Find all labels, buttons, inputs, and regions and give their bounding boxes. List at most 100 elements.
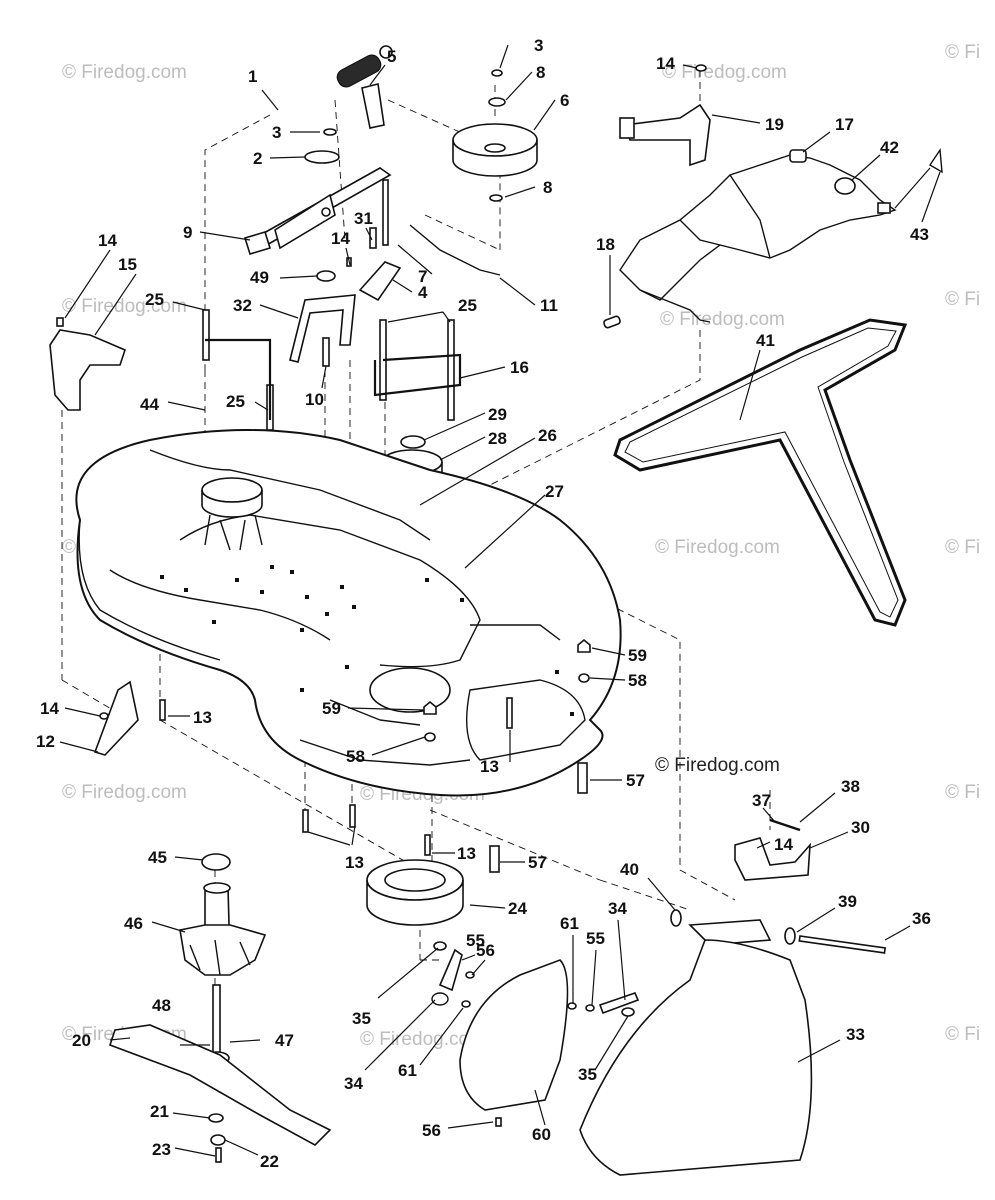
callout-42: 42: [880, 138, 899, 157]
callout-25: 25: [458, 296, 477, 315]
callout-8: 8: [543, 178, 552, 197]
callout-55: 55: [466, 931, 485, 950]
callout-35: 35: [578, 1065, 597, 1084]
callout-15: 15: [118, 255, 137, 274]
clip-35: [621, 1007, 635, 1017]
watermark-clipped: © Fi: [945, 42, 980, 63]
callout-34: 34: [344, 1074, 363, 1093]
callout-14: 14: [40, 699, 59, 718]
washer-22: [210, 1134, 226, 1146]
watermark: © Firedog.com: [662, 62, 787, 83]
callout-6: 6: [560, 91, 569, 110]
callout-13: 13: [480, 757, 499, 776]
callout-47: 47: [275, 1031, 294, 1050]
washer: [488, 97, 506, 107]
nut: [491, 69, 503, 77]
bolt-57: [489, 845, 500, 873]
bolt-13: [302, 809, 309, 833]
deck-holes: [160, 565, 574, 716]
callout-46: 46: [124, 914, 143, 933]
nut-29: [400, 435, 426, 449]
handle-grip: [336, 54, 382, 88]
spacer: [316, 270, 336, 282]
watermark: © Firedog.com: [62, 782, 187, 803]
deck-shell: [75, 429, 622, 797]
callout-18: 18: [596, 235, 615, 254]
discharge-chute: [579, 818, 887, 1176]
bracket-30: [734, 837, 811, 881]
bolt-13: [506, 697, 513, 729]
washer-21: [208, 1113, 224, 1123]
callout-14: 14: [774, 835, 793, 854]
clip-35: [433, 941, 447, 951]
watermark: © Firedog.com: [62, 296, 187, 317]
blade-20: [108, 1024, 332, 1146]
nut-14: [99, 712, 109, 720]
callout-57: 57: [528, 853, 547, 872]
callout-8: 8: [536, 63, 545, 82]
callout-56: 56: [476, 941, 495, 960]
nut: [323, 128, 337, 136]
callout-21: 21: [150, 1102, 169, 1121]
callout-29: 29: [488, 405, 507, 424]
callout-10: 10: [305, 390, 324, 409]
washer-61: [567, 1002, 577, 1010]
callout-49: 49: [250, 268, 269, 287]
callout-45: 45: [148, 848, 167, 867]
washer-61: [461, 1000, 471, 1008]
washer: [489, 194, 503, 202]
top-pulley: [452, 69, 538, 202]
pulley-hub: [484, 143, 506, 153]
callout-60: 60: [532, 1125, 551, 1144]
callout-55: 55: [586, 929, 605, 948]
callout-39: 39: [838, 892, 857, 911]
cover-60: [459, 959, 569, 1111]
hairpin-clip: [929, 147, 943, 174]
spindle-blade: [108, 853, 332, 1163]
callout-34: 34: [608, 899, 627, 918]
lever-55: [438, 948, 463, 992]
rod-16: [373, 353, 462, 397]
bolt-23: [215, 1147, 222, 1163]
callout-43: 43: [910, 225, 929, 244]
pin-18: [603, 315, 621, 329]
idler-arm: [358, 261, 402, 302]
bolt-13: [159, 699, 166, 721]
watermark: © Firedog.com: [360, 1029, 485, 1050]
callout-14: 14: [98, 231, 117, 250]
callout-17: 17: [835, 115, 854, 134]
nut-56: [465, 971, 475, 979]
callout-14: 14: [656, 54, 675, 73]
watermark: © Firedog.com: [62, 62, 187, 83]
callout-36: 36: [912, 909, 931, 928]
callout-61: 61: [398, 1061, 417, 1080]
callout-59: 59: [628, 646, 647, 665]
callout-9: 9: [183, 223, 192, 242]
bolt-10: [322, 337, 330, 367]
callout-3: 3: [534, 36, 543, 55]
housing-top: [203, 882, 231, 894]
bolt-25-long: [447, 319, 455, 421]
lift-arm: [274, 193, 336, 250]
bracket: [623, 103, 711, 167]
nut-55: [585, 1004, 595, 1012]
pulley-groove: [201, 489, 263, 518]
callout-24: 24: [508, 899, 527, 918]
callout-13: 13: [193, 708, 212, 727]
bracket-32: [289, 294, 356, 363]
callout-16: 16: [510, 358, 529, 377]
pivot-hole: [321, 207, 331, 217]
leader-lines: [59, 44, 941, 1157]
belt-guard: [366, 859, 464, 926]
callout-7: 7: [418, 267, 427, 286]
guard-hole: [384, 868, 446, 892]
callout-32: 32: [233, 296, 252, 315]
lever-cover: [431, 941, 640, 1127]
nut-58: [424, 732, 436, 742]
watermark-clipped: © Fi: [945, 1024, 980, 1045]
rod-36: [798, 935, 887, 954]
callout-2: 2: [253, 149, 262, 168]
callout-56: 56: [422, 1121, 441, 1140]
bolt-13: [349, 804, 356, 828]
callout-25: 25: [226, 392, 245, 411]
